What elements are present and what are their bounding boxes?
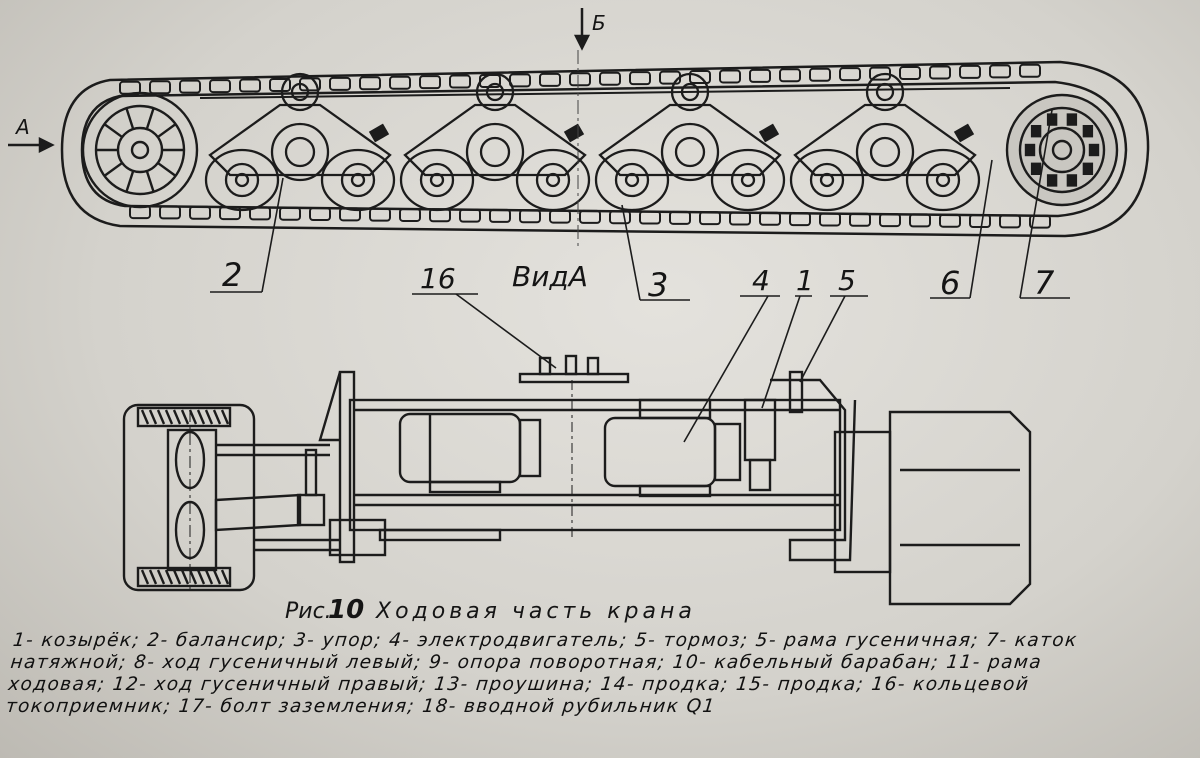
callout-leaders-bottom xyxy=(412,293,868,443)
view-arrow-b xyxy=(573,8,591,51)
caption-prefix: Рис. xyxy=(285,599,332,624)
arrow-b-label: Б xyxy=(592,11,606,35)
callout-1: 1 xyxy=(796,264,814,297)
callout-2: 2 xyxy=(222,256,242,294)
arrow-a-label: А xyxy=(14,115,30,139)
balancer xyxy=(594,72,786,212)
tension-idler xyxy=(1005,93,1119,207)
balancers xyxy=(204,72,981,212)
legend-line: натяжной; 8- ход гусеничный левый; 9- оп… xyxy=(9,652,1044,673)
callout-3: 3 xyxy=(648,266,668,304)
undercarriage-section xyxy=(122,354,1032,606)
balancer xyxy=(399,72,591,212)
balancer xyxy=(789,72,981,212)
drive-sprocket xyxy=(81,91,199,209)
caption-number: 10 xyxy=(328,595,364,625)
callout-4: 4 xyxy=(752,264,770,297)
crawler-track xyxy=(60,60,1150,238)
callout-16: 16 xyxy=(420,262,456,295)
callout-6: 6 xyxy=(940,264,960,302)
view-arrow-a xyxy=(8,136,55,154)
legend-line: ходовая; 12- ход гусеничный правый; 13- … xyxy=(7,674,1031,695)
legend-line: 1- козырёк; 2- балансир; 3- упор; 4- эле… xyxy=(11,630,1079,651)
view-title: ВидА xyxy=(512,260,588,293)
callout-leaders-top xyxy=(210,109,1070,301)
legend: 1- козырёк; 2- балансир; 3- упор; 4- эле… xyxy=(5,630,1194,718)
legend-line: токоприемник; 17- болт заземления; 18- в… xyxy=(4,696,717,717)
balancer xyxy=(204,72,396,212)
callout-5: 5 xyxy=(838,264,856,297)
callout-7: 7 xyxy=(1034,264,1055,302)
caption-title: Ходовая часть крана xyxy=(375,599,696,624)
